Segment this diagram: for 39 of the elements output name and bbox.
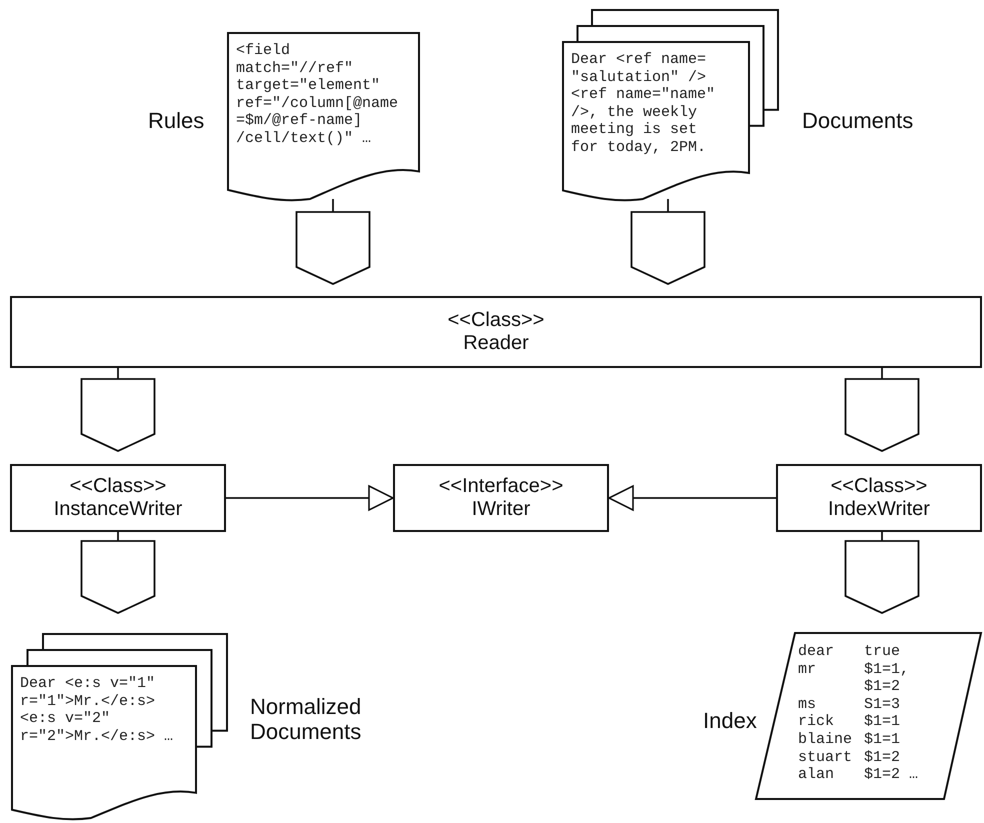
index-value: S1=3: [864, 696, 902, 714]
index-term: ms: [798, 696, 818, 714]
index-term: stuart: [798, 748, 854, 766]
class-box: [10, 464, 226, 532]
code-text: Dear <e:s v="1" r="1">Mr.</e:s> <e:s v="2" r="2">Mr.</e:s> …: [20, 675, 174, 746]
data-parallelogram: [755, 632, 982, 800]
index-term: rick: [798, 713, 836, 731]
class-name: IndexWriter: [828, 498, 930, 521]
document-shape: [227, 32, 420, 202]
stereotype-label: <<Class>>: [448, 309, 544, 332]
index-value: true: [864, 643, 902, 661]
index-value: $1=1: [864, 713, 902, 731]
class-box: [393, 464, 609, 532]
class-name: Reader: [463, 332, 529, 355]
class-name: IWriter: [472, 498, 530, 521]
index-term: mr: [798, 660, 818, 680]
document-label: Normalized Documents: [250, 694, 362, 744]
document-stack: [562, 9, 779, 202]
stereotype-label: <<Class>>: [70, 475, 166, 498]
index-value: $1=1: [864, 730, 902, 749]
index-term: blaine: [798, 730, 854, 749]
class-box: [10, 296, 982, 368]
generalization-arrow: [226, 485, 394, 511]
stereotype-label: <<Interface>>: [438, 475, 564, 498]
index-value: $1=2 …: [864, 766, 920, 784]
index-value: $1=2: [864, 748, 902, 766]
class-box: [776, 464, 982, 532]
index-term: dear: [798, 643, 836, 661]
stereotype-label: <<Class>>: [830, 475, 928, 498]
code-text: Dear <ref name= "salutation" /> <ref name="name" />, the weekly meeting is set for today, 2PM.: [571, 51, 716, 157]
document-stack: [11, 633, 228, 821]
code-text: <field match="//ref" target="element" ref="/column[@name =$m/@ref-name] /cell/text()" …: [236, 42, 400, 148]
document-label: Rules: [148, 108, 204, 133]
document-label: Index: [703, 708, 757, 733]
generalization-arrow: [608, 485, 776, 511]
index-value: $1=1, $1=2: [864, 660, 910, 696]
document-label: Documents: [802, 108, 914, 133]
class-name: InstanceWriter: [54, 498, 182, 521]
index-term: alan: [798, 766, 836, 784]
